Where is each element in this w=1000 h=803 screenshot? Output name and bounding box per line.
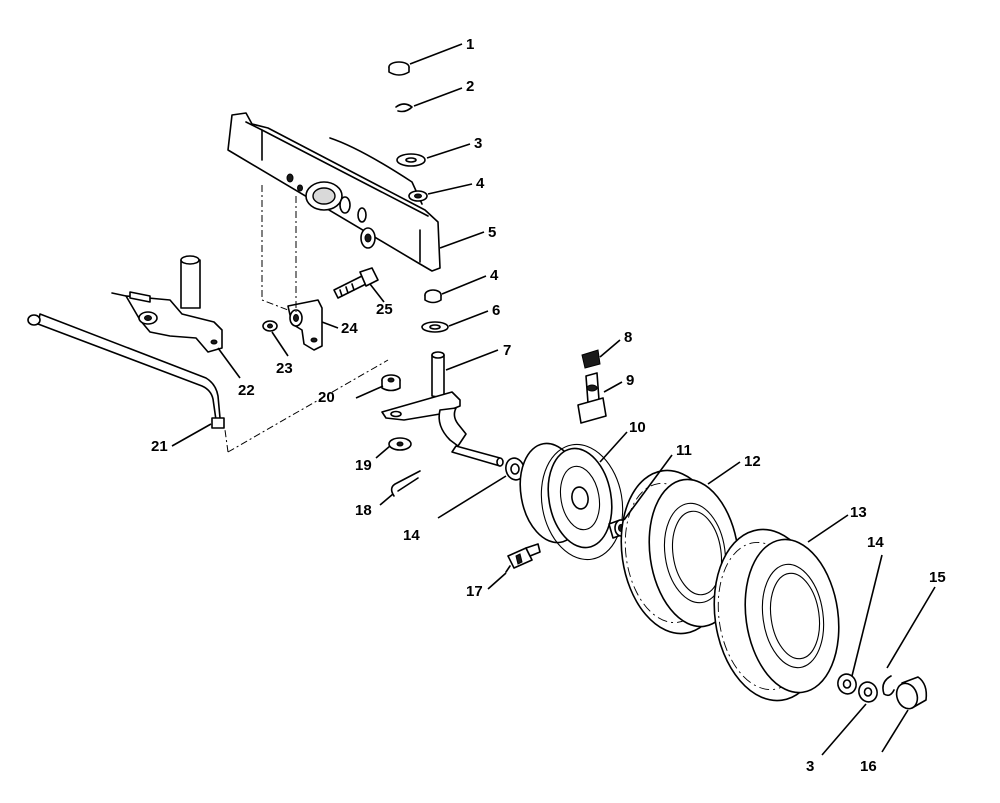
part-5-front-axle xyxy=(227,112,441,272)
part-24-bracket xyxy=(287,299,323,351)
part-22-steering-plate xyxy=(111,255,223,353)
callout-14: 14 xyxy=(403,527,420,544)
callout-21: 21 xyxy=(151,438,168,455)
callout-4: 4 xyxy=(476,175,485,192)
callout-labels: 1 2 3 4 5 4 6 7 8 9 10 11 12 13 14 14 15… xyxy=(151,36,946,775)
callout-25: 25 xyxy=(376,301,393,318)
part-10-wheel-rim xyxy=(519,442,624,561)
callout-24: 24 xyxy=(341,320,358,337)
part-20-nut xyxy=(381,374,401,392)
part-25-bolt xyxy=(333,267,379,299)
part-15-retaining-ring xyxy=(882,675,895,697)
callout-2: 2 xyxy=(466,78,474,95)
callout-13: 13 xyxy=(850,504,867,521)
part-8-grease-fitting-cap xyxy=(581,349,601,369)
part-4-bushing-lower xyxy=(424,289,442,304)
callout-3: 3 xyxy=(806,758,814,775)
callout-14: 14 xyxy=(867,534,884,551)
part-23-nut xyxy=(262,320,278,332)
callout-20: 20 xyxy=(318,389,335,406)
part-6-washer xyxy=(421,321,449,333)
callout-15: 15 xyxy=(929,569,946,586)
callout-19: 19 xyxy=(355,457,372,474)
callout-11: 11 xyxy=(676,442,692,459)
part-19-washer xyxy=(388,437,412,451)
callout-7: 7 xyxy=(503,342,511,359)
leader-lines xyxy=(171,43,936,756)
callout-3: 3 xyxy=(474,135,482,152)
part-16-hub-cap xyxy=(895,676,928,710)
callout-8: 8 xyxy=(624,329,632,346)
part-14-washer-outer xyxy=(837,673,857,695)
alignment-lines xyxy=(224,185,389,453)
callout-18: 18 xyxy=(355,502,372,519)
part-21-drag-link xyxy=(27,313,225,429)
part-7-spindle xyxy=(381,351,504,467)
callout-16: 16 xyxy=(860,758,877,775)
callout-6: 6 xyxy=(492,302,500,319)
part-13-tire xyxy=(713,528,840,702)
callout-17: 17 xyxy=(466,583,483,600)
callout-10: 10 xyxy=(629,419,646,436)
callout-9: 9 xyxy=(626,372,634,389)
callout-5: 5 xyxy=(488,224,496,241)
part-2-retaining-ring xyxy=(395,103,413,113)
part-18-cotter-pin xyxy=(390,470,421,497)
part-9-grease-fitting xyxy=(577,372,607,424)
callout-23: 23 xyxy=(276,360,293,377)
callout-22: 22 xyxy=(238,382,255,399)
part-3-washer-top xyxy=(396,153,426,167)
part-17-grease-fitting xyxy=(505,543,541,573)
callout-4: 4 xyxy=(490,267,499,284)
part-4-bushing-top xyxy=(408,190,428,202)
callout-12: 12 xyxy=(744,453,761,470)
part-3-washer-outer xyxy=(858,681,878,703)
callout-1: 1 xyxy=(466,36,474,53)
part-1-cap xyxy=(388,61,410,76)
